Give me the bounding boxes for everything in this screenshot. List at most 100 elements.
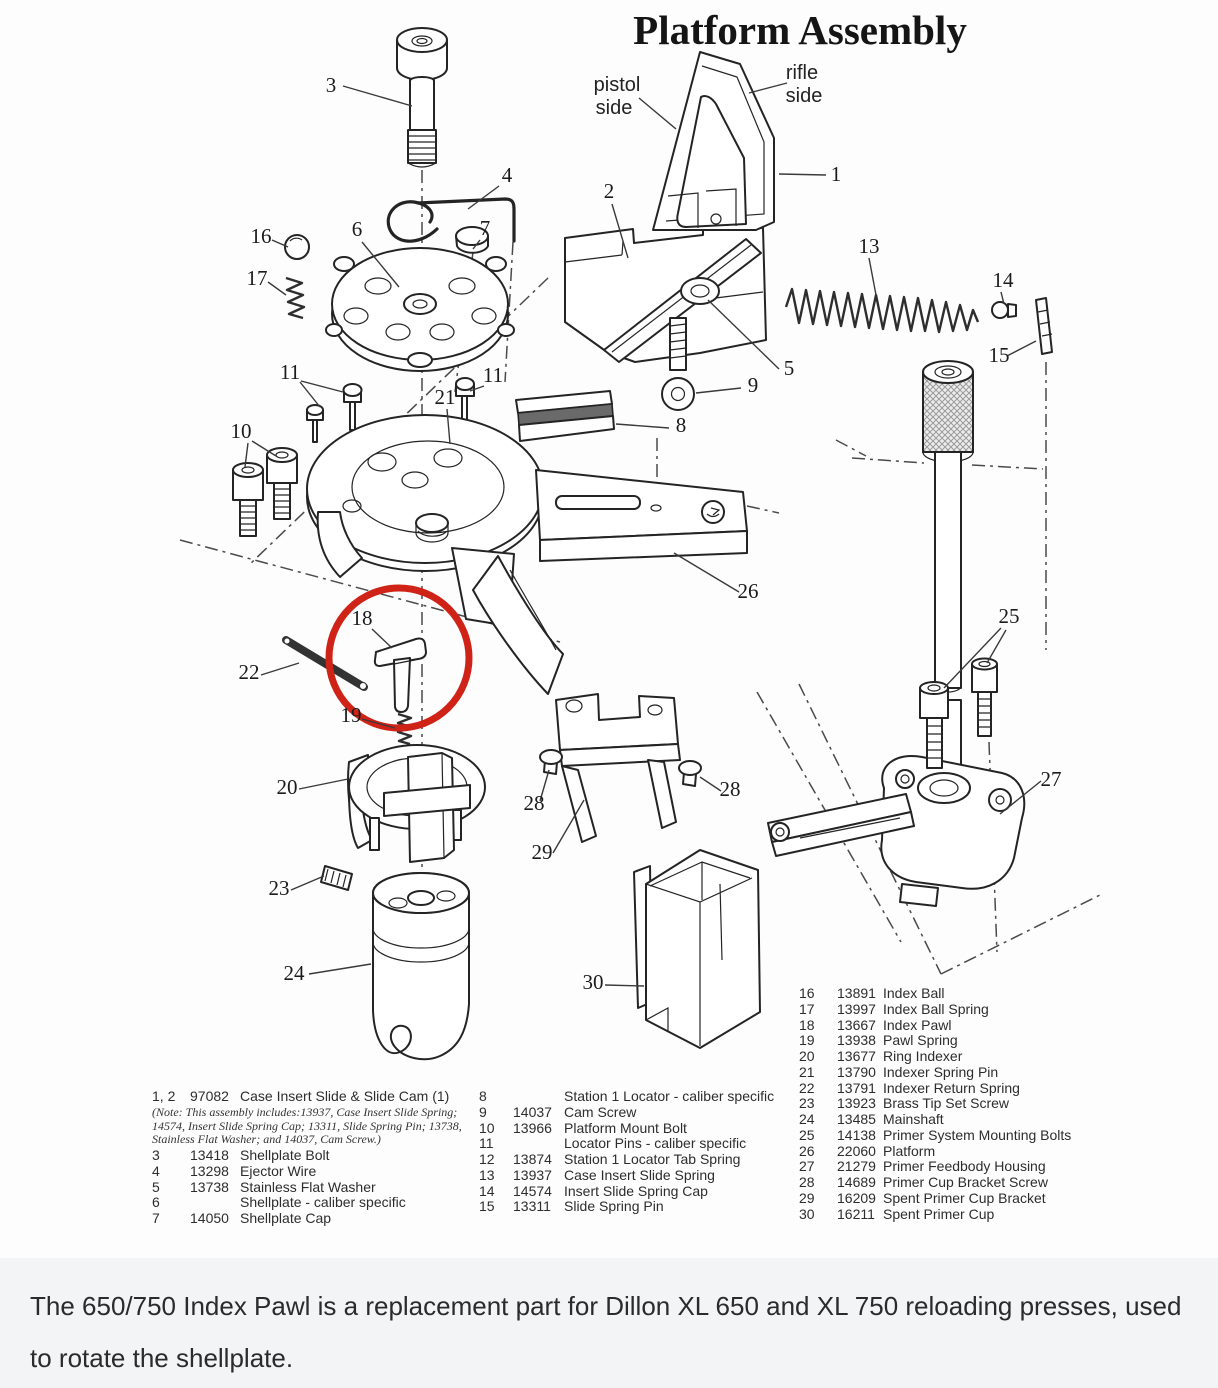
part-number: 13997 (837, 1000, 876, 1017)
part-description: Station 1 Locator - caliber specific (564, 1088, 775, 1104)
part-16-index-ball (284, 234, 310, 260)
part-description: Indexer Return Spring (883, 1079, 1020, 1096)
rifle-side-label-2: side (786, 85, 823, 107)
part-description: Index Ball Spring (883, 1000, 989, 1017)
part-item-number: 24 (799, 1111, 815, 1127)
callout-27: 27 (1041, 767, 1062, 791)
callout-19: 19 (341, 703, 362, 727)
part-item-number: 13 (479, 1166, 495, 1183)
callout-4: 4 (502, 163, 513, 187)
part-number: 97082 (190, 1088, 229, 1104)
part-number: 13791 (837, 1079, 876, 1096)
parts-list-right: 16 13891 Index Ball 17 13997 Index Ball … (799, 985, 1131, 1222)
part-item-number: 30 (799, 1205, 815, 1222)
part-description: Stainless Flat Washer (240, 1178, 376, 1195)
part-item-number: 7 (152, 1210, 160, 1227)
part-description: Platform Mount Bolt (564, 1119, 687, 1136)
caption-text: The 650/750 Index Pawl is a replacement … (30, 1291, 1182, 1373)
part-item-number: 6 (152, 1194, 160, 1211)
part-14-insert-slide-spring-cap (991, 301, 1017, 319)
part-22-indexer-return-spring (282, 636, 368, 691)
part-row: 24 13485 Mainshaft (799, 1111, 1131, 1128)
part-item-number: 14 (479, 1182, 495, 1199)
part-description: Cam Screw (564, 1103, 637, 1120)
part-item-number: 9 (479, 1103, 487, 1120)
part-item-number: 5 (152, 1178, 160, 1195)
part-number: 13418 (190, 1147, 229, 1164)
callout-15: 15 (989, 343, 1010, 367)
callout-28a: 28 (524, 791, 545, 815)
part-item-number: 12 (479, 1151, 495, 1167)
part-row: 18 13667 Index Pawl (799, 1016, 1131, 1034)
part-number: 14050 (190, 1210, 229, 1227)
part-row: 8 Station 1 Locator - caliber specific (479, 1088, 797, 1105)
part-item-number: 3 (152, 1147, 160, 1164)
pistol-side-label-2: side (596, 97, 633, 119)
part-item-number: 19 (799, 1032, 815, 1049)
part-row: 28 14689 Primer Cup Bracket Screw (799, 1174, 1131, 1191)
part-number: 13311 (513, 1198, 551, 1215)
part-row: 21 13790 Indexer Spring Pin (799, 1064, 1131, 1081)
part-row: 27 21279 Primer Feedbody Housing (799, 1158, 1131, 1175)
page-title: Platform Assembly (633, 7, 967, 53)
part-item-number: 23 (799, 1095, 815, 1112)
part-item-number: 8 (479, 1088, 487, 1104)
part-item-number: 28 (799, 1174, 815, 1190)
part-13-case-insert-slide-spring (784, 287, 980, 334)
part-number: 16209 (837, 1189, 876, 1206)
callout-14: 14 (993, 268, 1015, 292)
part-row: 12 13874 Station 1 Locator Tab Spring (479, 1151, 797, 1168)
part-row: 19 13938 Pawl Spring (799, 1032, 1131, 1049)
part-description: Mainshaft (883, 1111, 944, 1127)
part-description: Index Ball (883, 985, 945, 1001)
part-description: Primer Feedbody Housing (883, 1158, 1046, 1175)
part-25-primer-mounting-bolts (919, 657, 998, 769)
part-number: 14138 (837, 1126, 876, 1143)
part-description: Spent Primer Cup Bracket (883, 1189, 1046, 1206)
part-2-slide-cam (564, 222, 767, 411)
callout-28b: 28 (720, 777, 741, 801)
part-row: 3 13418 Shellplate Bolt (152, 1147, 477, 1164)
callout-10: 10 (231, 419, 252, 443)
part-9-cam-screw (661, 317, 695, 411)
part-number: 13677 (837, 1048, 876, 1064)
part-number: 13298 (190, 1162, 229, 1179)
part-number: 13966 (513, 1119, 552, 1136)
part-20-ring-indexer (347, 744, 486, 863)
part-8-station-1-locator (515, 390, 615, 442)
part-3-shellplate-bolt (396, 27, 448, 168)
part-item-number: 10 (479, 1119, 495, 1136)
part-row: 9 14037 Cam Screw (479, 1103, 797, 1121)
part-10-platform-mount-bolts (232, 447, 298, 537)
part-description: Ejector Wire (240, 1162, 317, 1179)
callout-numbers: 3 4 16 6 7 17 2 1 13 14 15 5 9 11 11 21 … (231, 73, 1062, 994)
part-item-number: 11 (479, 1135, 494, 1152)
part-item-number: 18 (799, 1016, 815, 1033)
part-row: 25 14138 Primer System Mounting Bolts (799, 1126, 1131, 1144)
part-number (190, 1195, 240, 1211)
part-18-index-pawl (373, 637, 427, 713)
callout-17: 17 (247, 266, 268, 290)
callout-21: 21 (435, 385, 456, 409)
part-23-brass-tip-set-screw (320, 865, 353, 891)
callout-20: 20 (277, 775, 298, 799)
part-item-number: 25 (799, 1126, 815, 1143)
platform-assembly-diagram: Platform Assembly (179, 7, 1101, 1061)
callout-2: 2 (604, 179, 615, 203)
callout-23: 23 (269, 876, 290, 900)
part-item-number: 29 (799, 1189, 815, 1206)
part-description: Station 1 Locator Tab Spring (564, 1151, 741, 1167)
parts-list-middle-rows: 8 Station 1 Locator - caliber specific 9… (479, 1088, 797, 1215)
callout-11b: 11 (483, 363, 503, 387)
part-description: Pawl Spring (883, 1032, 958, 1049)
parts-list-right-rows: 16 13891 Index Ball 17 13997 Index Ball … (799, 985, 1131, 1222)
part-row: 14 14574 Insert Slide Spring Cap (479, 1182, 797, 1200)
assembly-note: (Note: This assembly includes:13937, Cas… (152, 1104, 462, 1147)
part-description: Index Pawl (883, 1016, 952, 1033)
callout-7: 7 (480, 216, 491, 240)
callout-24: 24 (284, 961, 306, 985)
part-description: Case Insert Slide Spring (564, 1166, 715, 1183)
callout-3: 3 (326, 73, 337, 97)
part-row: 7 14050 Shellplate Cap (152, 1210, 477, 1227)
